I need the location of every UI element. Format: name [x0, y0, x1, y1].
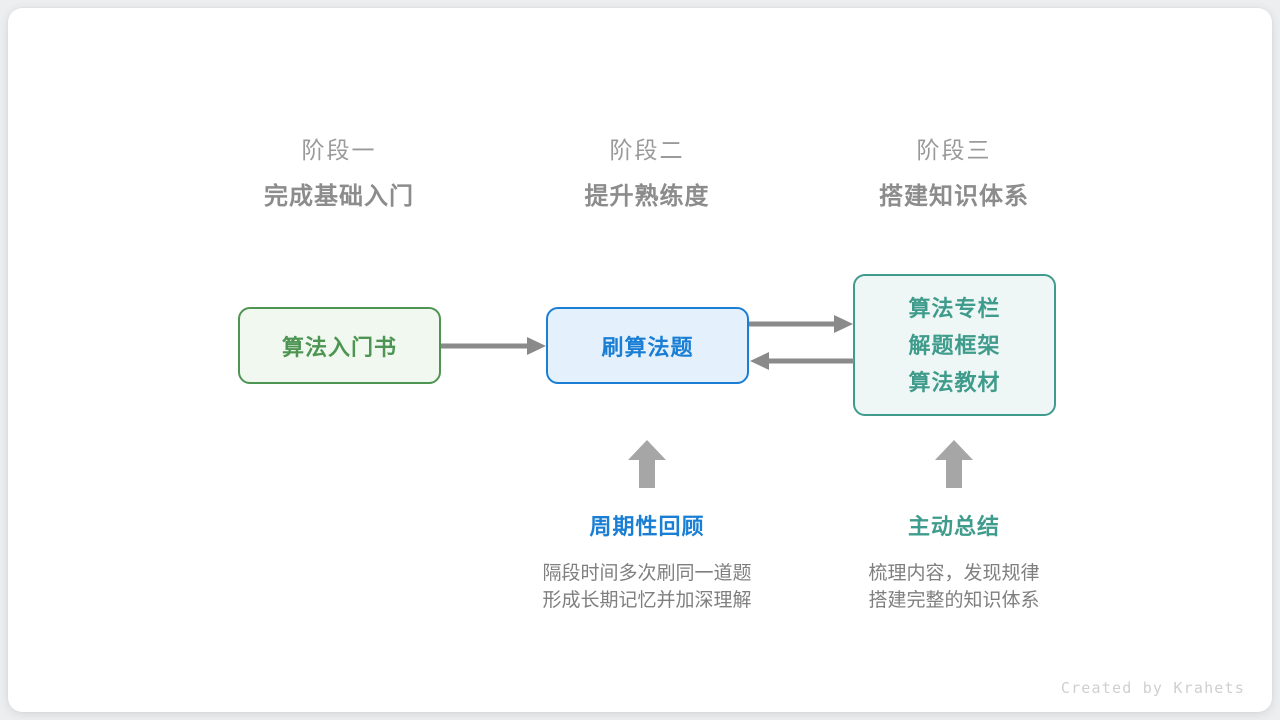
annotation-active-summary: 主动总结 梳理内容，发现规律 搭建完整的知识体系 — [804, 516, 1104, 614]
annotation-review-desc: 隔段时间多次刷同一道题 形成长期记忆并加深理解 — [497, 560, 797, 614]
arrow-up-icon-summary — [935, 440, 973, 488]
arrow-left-icon-resources-to-practice — [750, 352, 854, 370]
node-resources-line-3: 算法教材 — [908, 369, 1001, 395]
annotation-summary-desc: 梳理内容，发现规律 搭建完整的知识体系 — [804, 560, 1104, 614]
stage-1-kicker: 阶段一 — [301, 137, 377, 163]
arrow-right-icon-book-to-practice — [441, 337, 546, 355]
stage-header-2: 阶段二 提升熟练度 — [507, 139, 787, 209]
node-resources-line-1: 算法专栏 — [908, 295, 1001, 321]
arrow-up-icon-review — [628, 440, 666, 488]
node-resources-line-2: 解题框架 — [908, 332, 1001, 358]
footer-credit: Created by Krahets — [1060, 679, 1245, 697]
annotation-summary-desc-line-2: 搭建完整的知识体系 — [868, 590, 1040, 611]
stage-3-kicker: 阶段三 — [916, 137, 992, 163]
arrow-right-icon-practice-to-resources — [749, 315, 853, 333]
annotation-review-desc-line-1: 隔段时间多次刷同一道题 — [542, 563, 752, 584]
annotation-periodic-review: 周期性回顾 隔段时间多次刷同一道题 形成长期记忆并加深理解 — [497, 516, 797, 614]
stage-2-title: 提升熟练度 — [584, 183, 710, 210]
diagram-canvas: 阶段一 完成基础入门 阶段二 提升熟练度 阶段三 搭建知识体系 算法入门书 刷算… — [8, 8, 1272, 712]
stage-3-title: 搭建知识体系 — [879, 183, 1029, 210]
node-learning-resources[interactable]: 算法专栏 解题框架 算法教材 — [853, 274, 1056, 416]
stage-header-1: 阶段一 完成基础入门 — [199, 139, 479, 209]
annotation-review-desc-line-2: 形成长期记忆并加深理解 — [542, 590, 752, 611]
annotation-summary-title: 主动总结 — [907, 514, 1000, 539]
stage-header-3: 阶段三 搭建知识体系 — [814, 139, 1094, 209]
annotation-summary-desc-line-1: 梳理内容，发现规律 — [868, 563, 1040, 584]
node-algorithm-intro-book[interactable]: 算法入门书 — [238, 307, 441, 384]
stage-1-title: 完成基础入门 — [264, 183, 414, 210]
node-book-label: 算法入门书 — [281, 334, 397, 360]
stage-2-kicker: 阶段二 — [609, 137, 685, 163]
annotation-review-title: 周期性回顾 — [589, 514, 705, 539]
node-practice-label: 刷算法题 — [601, 334, 694, 360]
node-practice-problems[interactable]: 刷算法题 — [546, 307, 749, 384]
